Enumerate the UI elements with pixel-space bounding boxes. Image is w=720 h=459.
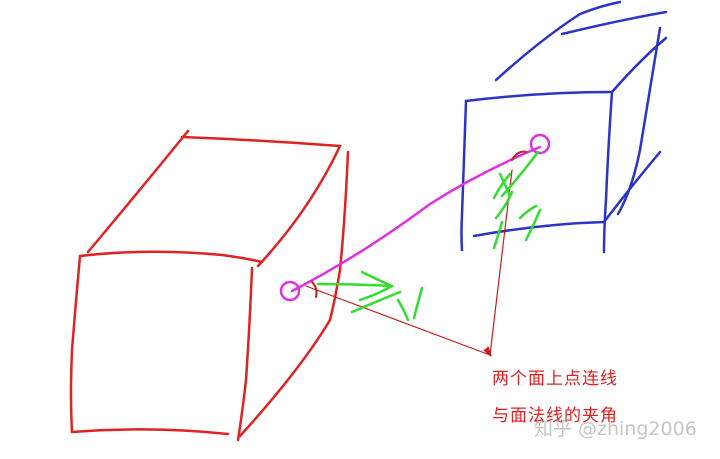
endpoint-left-circle bbox=[279, 280, 301, 302]
blue-cube-bottom-edge bbox=[472, 220, 606, 238]
right-perp-mark-2 bbox=[518, 204, 538, 220]
blue-cube-top-back-edge bbox=[560, 10, 668, 36]
blue-cube-top-right-edge bbox=[610, 36, 668, 94]
blue-cube-top-front-edge bbox=[464, 90, 614, 103]
red-cube-back-right-edge bbox=[328, 150, 350, 322]
pointer-lines bbox=[305, 169, 513, 357]
blue-cube-front-right-edge bbox=[602, 90, 614, 254]
blue-cube-back-right-edge bbox=[616, 26, 662, 216]
right-perp-mark-1 bbox=[494, 190, 514, 220]
red-cube-front-right-edge bbox=[236, 266, 254, 442]
left-perp-mark-3 bbox=[412, 286, 424, 320]
blue-cube-top-left-edge bbox=[494, 0, 622, 82]
normal-markers bbox=[316, 150, 542, 322]
angle-arc-left bbox=[311, 281, 318, 298]
blue-cube bbox=[460, 0, 668, 254]
watermark-text: 知乎 @zhing2006 bbox=[534, 418, 697, 440]
connecting-line-group bbox=[279, 133, 551, 302]
red-cube-top-right-edge bbox=[256, 144, 342, 268]
right-perp-mark-4 bbox=[524, 208, 542, 242]
red-cube-bottom-edge bbox=[70, 428, 230, 436]
connecting-line bbox=[290, 145, 542, 293]
angle-arc-right bbox=[511, 150, 527, 161]
blue-cube-front-left-edge bbox=[460, 99, 468, 252]
pointer-arrowhead bbox=[483, 346, 492, 357]
left-perp-mark-2 bbox=[396, 298, 410, 322]
red-cube-bottom-right-edge bbox=[238, 318, 332, 438]
red-cube-front-left-edge bbox=[69, 254, 82, 434]
left-normal-arrow bbox=[316, 282, 394, 288]
red-cube-top-front-edge bbox=[78, 250, 264, 264]
red-cube-top-back-edge bbox=[180, 135, 342, 148]
right-normal-arrowhead bbox=[492, 172, 512, 200]
right-perp-mark-3 bbox=[492, 220, 504, 250]
right-normal-arrow bbox=[500, 150, 540, 198]
annotation-line-2: 与面法线的夹角 bbox=[492, 406, 618, 426]
annotation-line-1: 两个面上点连线 bbox=[492, 369, 618, 389]
pointer-line-left bbox=[305, 285, 491, 356]
endpoint-right-circle bbox=[529, 133, 551, 155]
left-normal-arrowhead bbox=[358, 270, 394, 302]
red-cube-top-left-edge bbox=[86, 129, 190, 254]
angle-arcs bbox=[311, 150, 527, 298]
left-perp-mark-1 bbox=[350, 290, 402, 314]
blue-cube-bottom-right-edge bbox=[602, 150, 662, 224]
red-cube bbox=[69, 129, 350, 442]
